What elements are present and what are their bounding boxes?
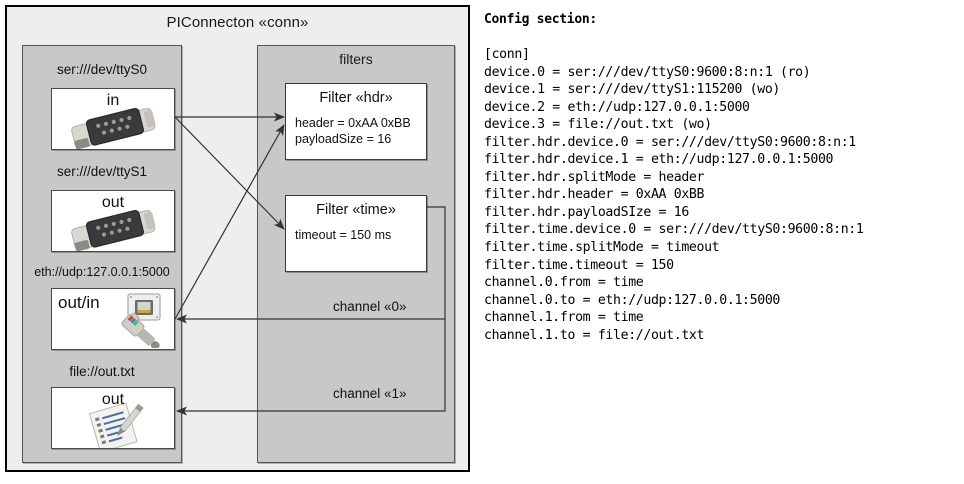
config-line: channel.0.to = eth://udp:127.0.0.1:5000 xyxy=(484,292,780,308)
filter-time-prop-timeout: timeout = 150 ms xyxy=(295,228,392,242)
device-box-eth[interactable]: out/in xyxy=(51,288,175,350)
device-box-file[interactable]: out xyxy=(51,387,175,449)
config-line: device.2 = eth://udp:127.0.0.1:5000 xyxy=(484,99,750,115)
filter-card-hdr[interactable]: Filter «hdr» header = 0xAA 0xBB payloadS… xyxy=(285,83,427,160)
device-io-eth: out/in xyxy=(58,293,100,312)
config-line: filter.hdr.device.0 = ser:///dev/ttyS0:9… xyxy=(484,134,856,150)
ethernet-plug-icon xyxy=(114,292,172,349)
filter-card-time[interactable]: Filter «time» timeout = 150 ms xyxy=(285,195,427,272)
device-io-ttys0: in xyxy=(106,92,120,109)
config-line: device.0 = ser:///dev/ttyS0:9600:8:n:1 (… xyxy=(484,64,811,80)
config-line: device.1 = ser:///dev/ttyS1:115200 (wo) xyxy=(484,82,780,98)
config-line: filter.time.device.0 = ser:///dev/ttyS0:… xyxy=(484,222,864,238)
config-line: filter.hdr.payloadSIze = 16 xyxy=(484,204,689,220)
channel-label-1: channel «1» xyxy=(333,386,407,401)
device-label-ttys0: ser:///dev/ttyS0 xyxy=(56,62,148,77)
filter-hdr-props: header = 0xAA 0xBB payloadSize = 16 xyxy=(295,115,422,147)
serial-port-icon xyxy=(66,207,162,251)
config-line: filter.time.timeout = 150 xyxy=(484,257,674,273)
diagram-title: PIConnecton «conn» xyxy=(166,14,309,31)
config-line: filter.time.splitMode = timeout xyxy=(484,240,720,256)
config-line: channel.1.from = time xyxy=(484,310,644,326)
config-line: [conn] xyxy=(484,47,530,62)
device-label-eth: eth://udp:127.0.0.1:5000 xyxy=(34,265,170,279)
filter-time-props: timeout = 150 ms xyxy=(295,227,422,243)
config-line: filter.hdr.device.1 = eth://udp:127.0.0.… xyxy=(484,152,834,168)
serial-port-icon xyxy=(66,105,162,149)
config-text: [conn] device.0 = ser:///dev/ttyS0:9600:8… xyxy=(484,46,864,344)
config-line: channel.0.from = time xyxy=(484,275,644,291)
filter-time-title: Filter «time» xyxy=(316,202,396,218)
config-heading: Config section: xyxy=(484,12,597,27)
device-io-ttys1: out xyxy=(101,194,125,211)
text-file-icon xyxy=(88,402,150,448)
filter-hdr-prop-header: header = 0xAA 0xBB xyxy=(295,116,411,130)
config-line: channel.1.to = file://out.txt xyxy=(484,327,705,343)
filters-group-title: filters xyxy=(339,51,373,67)
config-section: Config section: [conn] device.0 = ser:///… xyxy=(481,6,959,476)
channel-label-0: channel «0» xyxy=(333,299,407,314)
device-io-file: out xyxy=(101,391,125,408)
config-line: filter.hdr.splitMode = header xyxy=(484,169,705,185)
device-box-ttys0[interactable]: in xyxy=(51,88,175,150)
filter-hdr-title: Filter «hdr» xyxy=(319,90,393,106)
connector-diagram: PIConnecton «conn» ser:///dev/ttyS0 in xyxy=(5,5,470,472)
device-label-file: file://out.txt xyxy=(69,364,135,379)
device-box-ttys1[interactable]: out xyxy=(51,190,175,252)
config-line: device.3 = file://out.txt (wo) xyxy=(484,117,712,133)
device-label-ttys1: ser:///dev/ttyS1 xyxy=(56,164,148,179)
config-line: filter.hdr.header = 0xAA 0xBB xyxy=(484,187,705,203)
filter-hdr-prop-payload: payloadSize = 16 xyxy=(295,132,392,146)
